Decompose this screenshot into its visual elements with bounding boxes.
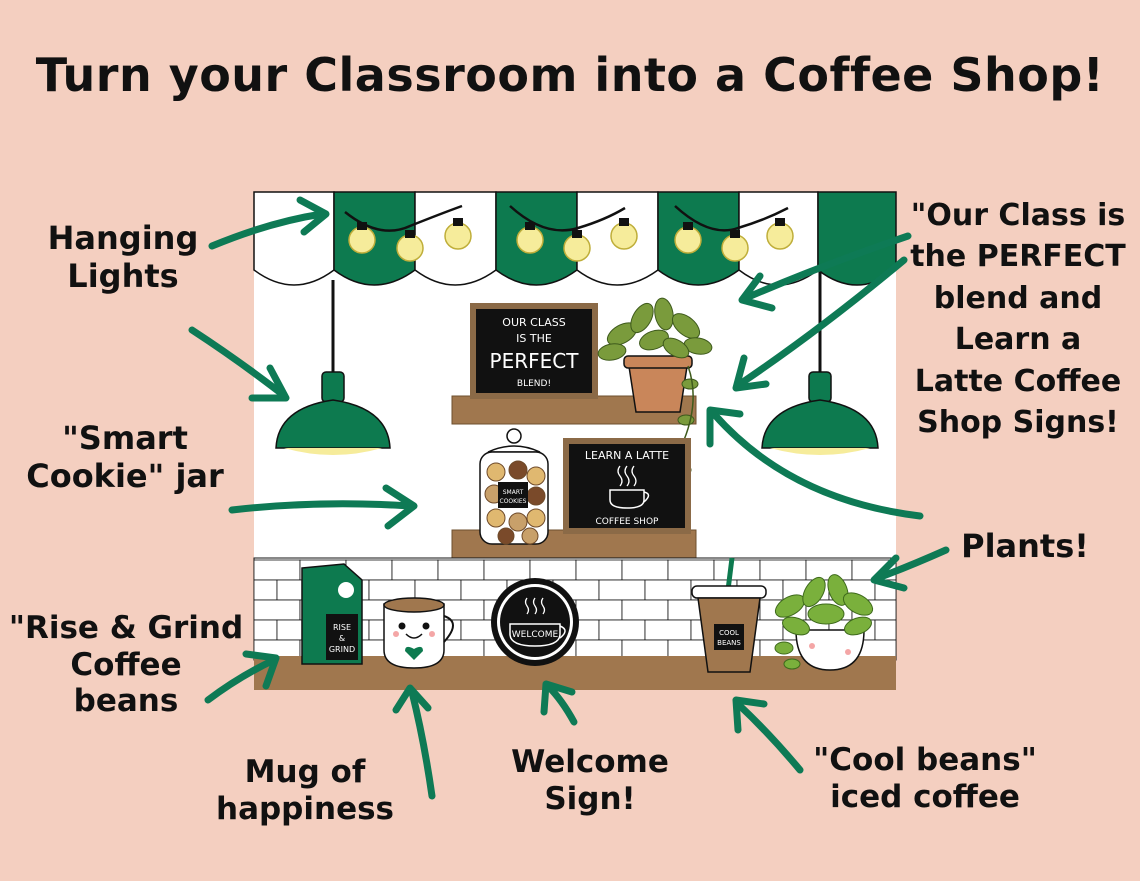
label-cool-beans: "Cool beans" iced coffee (800, 742, 1050, 815)
label-welcome: Welcome Sign! (500, 744, 680, 817)
label-rise-grind: "Rise & Grind Coffee beans (8, 610, 244, 720)
learn-a-latte-sign: LEARN A LATTE COFFEE SHOP (563, 438, 691, 534)
welcome-sign-text: WELCOME (512, 630, 559, 640)
perfect-blend-sign: OUR CLASS IS THE PERFECT BLEND! (470, 303, 598, 399)
label-smart-cookie: "Smart Cookie" jar (20, 419, 230, 496)
label-hanging-lights: Hanging Lights (38, 219, 208, 296)
perfect-sign-line-1: OUR CLASS (502, 316, 565, 329)
iced-coffee-tag-line-1: COOL (719, 629, 739, 637)
brick (575, 599, 623, 621)
brick (874, 619, 897, 641)
label-smart-cookie-line-1: "Smart (62, 419, 188, 457)
brick (575, 559, 623, 581)
label-welcome-line-2: Sign! (544, 780, 636, 817)
label-hanging-lights-line-1: Hanging (47, 219, 199, 257)
brick (874, 579, 897, 601)
label-rise-grind-line-3: beans (73, 683, 179, 720)
brick (529, 559, 577, 581)
label-plants: Plants! (955, 527, 1095, 566)
coffee-bag: RISE & GRIND (301, 563, 363, 665)
perfect-sign-line-4: BLEND! (517, 379, 551, 389)
brick (644, 579, 692, 601)
cookie-jar: SMART COOKIES (479, 428, 549, 545)
brick (598, 579, 646, 601)
cookie-jar-tag-line-1: SMART (503, 489, 524, 496)
coffee-bag-line-2: & (339, 634, 345, 643)
brick (391, 559, 439, 581)
label-mug-line-2: happiness (216, 790, 394, 827)
label-rise-grind-line-2: Coffee (70, 646, 182, 683)
brick (759, 559, 807, 581)
coffee-bag-line-3: GRIND (329, 645, 355, 654)
brick (644, 619, 692, 641)
label-hanging-lights-line-2: Lights (67, 256, 179, 295)
label-signs: "Our Class is the PERFECT blend and Lear… (902, 195, 1134, 443)
happy-mug (383, 597, 454, 669)
latte-sign-bottom: COFFEE SHOP (596, 517, 660, 527)
perfect-sign-line-2: IS THE (516, 332, 552, 345)
pendant-lamp-left (275, 280, 391, 455)
brick (253, 619, 278, 641)
brick (437, 559, 485, 581)
label-rise-grind-line-1: "Rise & Grind (8, 610, 244, 646)
label-signs-line-2: the PERFECT (910, 239, 1126, 275)
brick (253, 559, 301, 581)
brick (253, 579, 278, 601)
brick (621, 559, 669, 581)
latte-sign-top: LEARN A LATTE (585, 449, 669, 462)
coffee-bag-line-1: RISE (333, 623, 351, 632)
brick (667, 559, 715, 581)
label-signs-line-1: "Our Class is (910, 198, 1126, 233)
iced-coffee-tag-line-2: BEANS (717, 639, 741, 647)
brick (414, 579, 462, 601)
label-cool-beans-line-2: iced coffee (830, 778, 1020, 815)
label-plants-line-1: Plants! (961, 527, 1089, 565)
label-smart-cookie-line-2: Cookie" jar (26, 456, 224, 495)
iced-coffee: COOL BEANS (691, 557, 767, 673)
brick (851, 559, 897, 581)
brick (483, 559, 531, 581)
brick (713, 559, 761, 581)
label-mug: Mug of happiness (200, 754, 410, 827)
label-signs-line-3: blend and (933, 280, 1103, 316)
label-cool-beans-line-1: "Cool beans" (813, 742, 1037, 778)
brick (621, 599, 669, 621)
brick (805, 559, 853, 581)
label-signs-line-6: Shop Signs! (917, 404, 1119, 440)
page-title: Turn your Classroom into a Coffee Shop! (35, 48, 1105, 102)
label-welcome-line-1: Welcome (511, 744, 669, 780)
counter-plant (774, 574, 874, 671)
label-signs-line-5: Latte Coffee (914, 363, 1122, 399)
perfect-sign-line-3: PERFECT (490, 349, 580, 373)
cookie-jar-tag-line-2: COOKIES (500, 498, 527, 505)
label-mug-line-1: Mug of (244, 754, 366, 790)
brick (598, 619, 646, 641)
label-signs-line-4: Learn a (954, 322, 1082, 358)
brick (253, 599, 301, 621)
brick (368, 579, 416, 601)
welcome-sign: WELCOME (491, 578, 579, 666)
